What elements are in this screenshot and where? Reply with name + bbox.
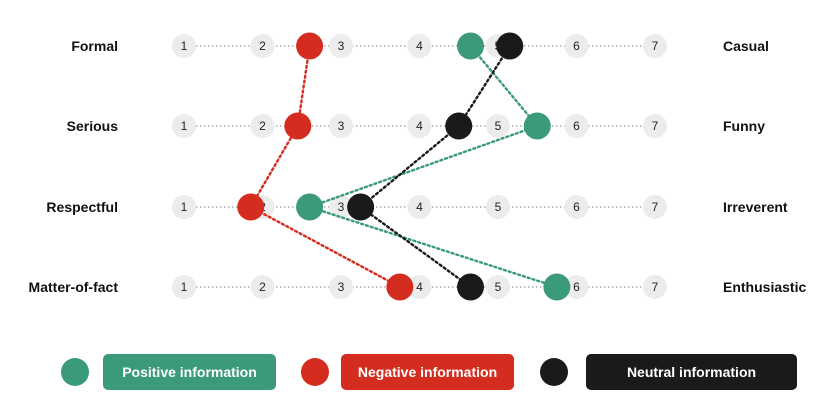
dimension-right-label: Enthusiastic [723,279,806,295]
scale-tick-circle [486,195,510,219]
scale-tick-circle [250,114,275,138]
neutral-point [347,193,375,221]
scale-tick-circle [407,114,432,138]
legend-neutral-label: Neutral information [586,354,797,390]
scale-tick-circle [486,275,510,299]
scale-tick-label: 7 [652,119,659,133]
dimension-right-label: Funny [723,118,765,134]
positive-point [523,112,551,140]
dimension-right-label: Irreverent [723,199,788,215]
negative-point [284,112,312,140]
scale-tick-circle [172,114,196,138]
positive-point [457,32,485,60]
positive-point [296,193,324,221]
legend-negative-marker [301,358,329,386]
dimension-left-label: Respectful [46,199,118,215]
scale-rows: 1234567FormalCasual1234567SeriousFunny12… [29,34,806,299]
scale-tick-circle [407,195,432,219]
scale-tick-label: 1 [181,200,188,214]
legend-negative-label: Negative information [341,354,514,390]
scale-tick-label: 5 [495,119,502,133]
scale-tick-circle [250,34,275,58]
neutral-point [445,112,473,140]
scale-tick-label: 6 [573,39,580,53]
series-links [249,44,559,289]
scale-tick-label: 3 [338,280,345,294]
scale-tick-label: 6 [573,119,580,133]
scale-tick-circle [407,275,432,299]
legend-positive-marker [61,358,89,386]
dimension-right-label: Casual [723,38,769,54]
negative-point [296,32,324,60]
scale-tick-circle [643,275,667,299]
dimension-left-label: Matter-of-fact [29,279,119,295]
scale-tick-label: 4 [416,119,423,133]
scale-tick-label: 3 [338,39,345,53]
scale-tick-label: 5 [495,200,502,214]
negative-series-line [249,44,402,289]
scale-tick-label: 7 [652,39,659,53]
scale-tick-label: 6 [573,200,580,214]
scale-tick-circle [172,34,196,58]
negative-point [237,193,265,221]
negative-point [386,273,414,301]
dimension-left-label: Serious [67,118,119,134]
scale-tick-circle [172,275,196,299]
scale-tick-label: 1 [181,119,188,133]
positive-point [543,273,571,301]
scale-tick-circle [564,195,589,219]
scale-tick-label: 4 [416,280,423,294]
scale-tick-circle [329,34,353,58]
scale-tick-circle [564,34,589,58]
scale-tick-label: 1 [181,39,188,53]
scale-tick-circle [329,114,353,138]
scale-tick-circle [250,275,275,299]
legend: Positive information Negative informatio… [0,354,840,390]
scale-tick-label: 3 [338,119,345,133]
scale-tick-circle [564,114,589,138]
tone-chart: 1234567FormalCasual1234567SeriousFunny12… [29,32,806,301]
scale-tick-label: 2 [259,280,266,294]
scale-tick-circle [172,195,196,219]
neutral-point [457,273,485,301]
neutral-point [496,32,524,60]
neutral-series-line [358,44,511,289]
scale-tick-label: 1 [181,280,188,294]
series-points [237,32,571,301]
positive-series-line [305,44,559,289]
scale-tick-label: 2 [259,119,266,133]
legend-neutral-marker [540,358,568,386]
scale-tick-circle [564,275,589,299]
scale-tick-label: 4 [416,39,423,53]
legend-positive-label: Positive information [103,354,276,390]
scale-tick-circle [407,34,432,58]
scale-tick-label: 7 [652,280,659,294]
scale-tick-label: 7 [652,200,659,214]
scale-tick-circle [486,114,510,138]
scale-tick-circle [643,34,667,58]
scale-tick-label: 2 [259,39,266,53]
scale-tick-circle [329,195,353,219]
scale-tick-label: 3 [338,200,345,214]
scale-tick-circle [643,114,667,138]
scale-tick-label: 5 [495,280,502,294]
scale-tick-label: 4 [416,200,423,214]
scale-tick-label: 6 [573,280,580,294]
scale-tick-circle [329,275,353,299]
scale-tick-circle [643,195,667,219]
dimension-left-label: Formal [71,38,118,54]
